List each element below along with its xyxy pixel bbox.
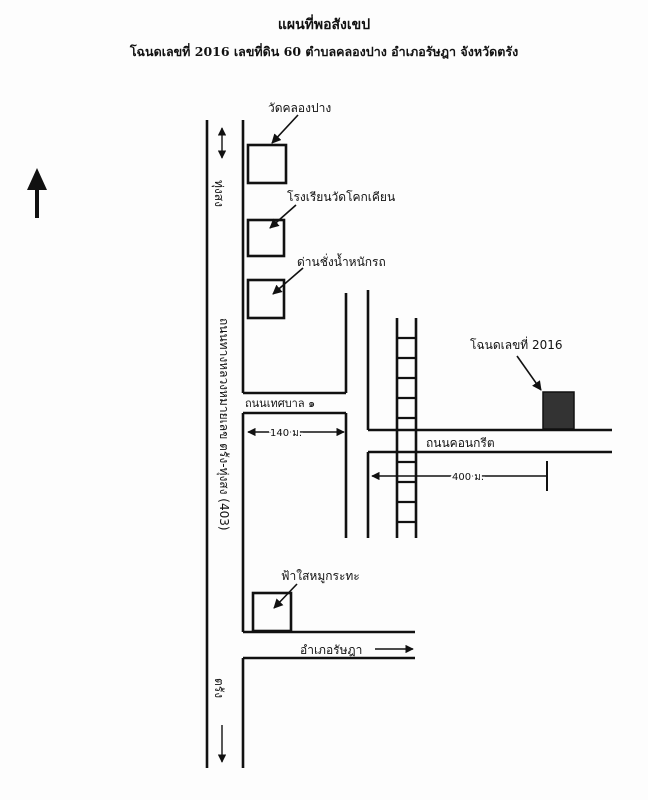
municipal-road-label: ถนนเทศบาล ๑ <box>245 397 315 410</box>
district-direction-label: อำเภอรัษฎา <box>300 643 362 657</box>
map-subtitle: โฉนดเลขที่ 2016 เลขที่ดิน 60 ตำบลคลองปาง… <box>129 44 519 59</box>
map-title: แผนที่พอสังเขป <box>277 17 371 33</box>
deed-pointer-arrow <box>516 355 542 391</box>
temple-pointer-arrow <box>271 114 299 144</box>
deed-label: โฉนดเลขที่ 2016 <box>470 336 563 352</box>
north-destination-label: ทุ่งสง <box>211 180 226 207</box>
weigh-station-building <box>246 278 286 320</box>
south-destination-label: ตรัง <box>212 678 226 698</box>
grill-shop-building <box>251 591 293 633</box>
north-arrow-icon <box>27 168 47 218</box>
school-label: โรงเรียนวัดโคกเคียน <box>287 190 395 204</box>
dimension-400-label: 400 ม. <box>452 472 484 483</box>
main-road-label: ถนนทางหลวงหมายเลข ตรัง-ทุ่งสง (403) <box>216 318 231 531</box>
dimension-140-label: 140 ม. <box>270 428 302 439</box>
weigh-pointer-arrow <box>272 267 304 295</box>
deed-plot <box>542 391 575 430</box>
school-building <box>246 218 286 258</box>
concrete-road-label: ถนนคอนกรีต <box>426 436 495 450</box>
grill-shop-label: ฟ้าใสหมูกระทะ <box>281 569 360 584</box>
school-pointer-arrow <box>269 204 297 229</box>
weigh-station-label: ด่านชั่งน้ำหนักรถ <box>297 253 386 269</box>
temple-building <box>246 143 288 185</box>
grill-pointer-arrow <box>273 583 298 609</box>
railway-ties <box>397 336 416 524</box>
temple-label: วัดคลองปาง <box>268 101 331 115</box>
